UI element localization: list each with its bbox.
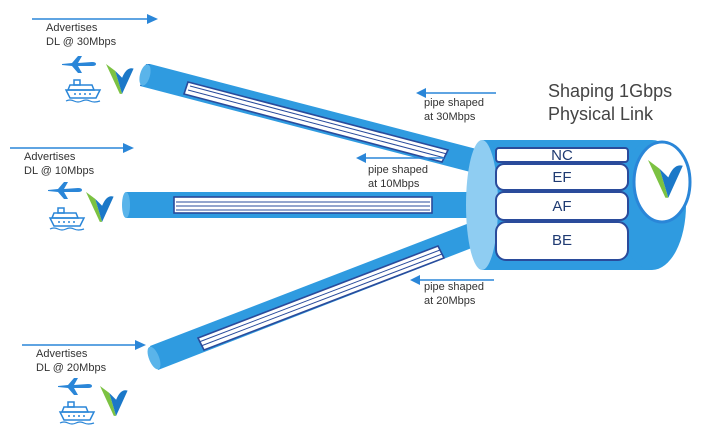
site-30-arrow: [32, 14, 158, 24]
pipe-10-line-1: pipe shaped: [368, 164, 428, 176]
pipe-20-label: pipe shaped at 20Mbps: [424, 281, 484, 309]
site-30-line-2: DL @ 30Mbps: [46, 35, 117, 48]
airplane-icon: [62, 56, 96, 73]
provider-logo-icon: [86, 192, 114, 222]
pipe-20-line-1: pipe shaped: [424, 281, 484, 293]
site-10-arrow: [10, 143, 134, 153]
pipe-30mbps: [139, 64, 488, 174]
site-20-line-1: Advertises: [36, 348, 88, 360]
cruise-ship-icon: [49, 207, 85, 231]
site-30-line-1: Advertises: [46, 22, 98, 34]
pipe-30-line-2: at 30Mbps: [424, 110, 476, 123]
site-10-line-1: Advertises: [24, 151, 76, 163]
airplane-icon: [58, 378, 92, 395]
cruise-ship-icon: [65, 79, 101, 103]
pipe-10-arrow: [356, 153, 444, 163]
pipe-10mbps: [122, 192, 480, 218]
cruise-ship-icon: [59, 401, 95, 425]
site-20-arrow: [22, 340, 146, 350]
pipe-30-arrow: [416, 88, 496, 98]
pipe-30-line-1: pipe shaped: [424, 97, 484, 109]
pipe-20mbps: [147, 222, 482, 370]
shaping-cylinder: [466, 140, 692, 270]
provider-logo-icon: [100, 386, 128, 416]
pipe-30-label: pipe shaped at 30Mbps: [424, 97, 484, 125]
site-30-label: Advertises DL @ 30Mbps: [46, 22, 116, 50]
class-label-be: BE: [551, 232, 572, 249]
diagram-title: Shaping 1Gbps Physical Link: [548, 80, 672, 127]
provider-logo-icon: [106, 64, 134, 94]
site-10-label: Advertises DL @ 10Mbps: [24, 151, 94, 179]
airplane-icon: [48, 182, 82, 199]
pipe-20-line-2: at 20Mbps: [424, 294, 476, 307]
class-label-af: AF: [552, 198, 572, 215]
class-label-nc: NC: [551, 147, 573, 164]
class-band-be: [495, 221, 629, 261]
class-band-ef: [495, 163, 629, 191]
title-line-2: Physical Link: [548, 104, 654, 125]
title-line-1: Shaping 1Gbps: [548, 81, 673, 101]
class-band-af: [495, 191, 629, 221]
class-label-ef: EF: [552, 169, 572, 186]
site-20-line-2: DL @ 20Mbps: [36, 361, 107, 374]
class-band-nc: [495, 147, 629, 163]
site-20-label: Advertises DL @ 20Mbps: [36, 348, 106, 376]
site-10-line-2: DL @ 10Mbps: [24, 164, 95, 177]
pipe-10-label: pipe shaped at 10Mbps: [368, 164, 428, 192]
pipe-10-line-2: at 10Mbps: [368, 177, 420, 190]
pipe-20-arrow: [410, 275, 494, 285]
